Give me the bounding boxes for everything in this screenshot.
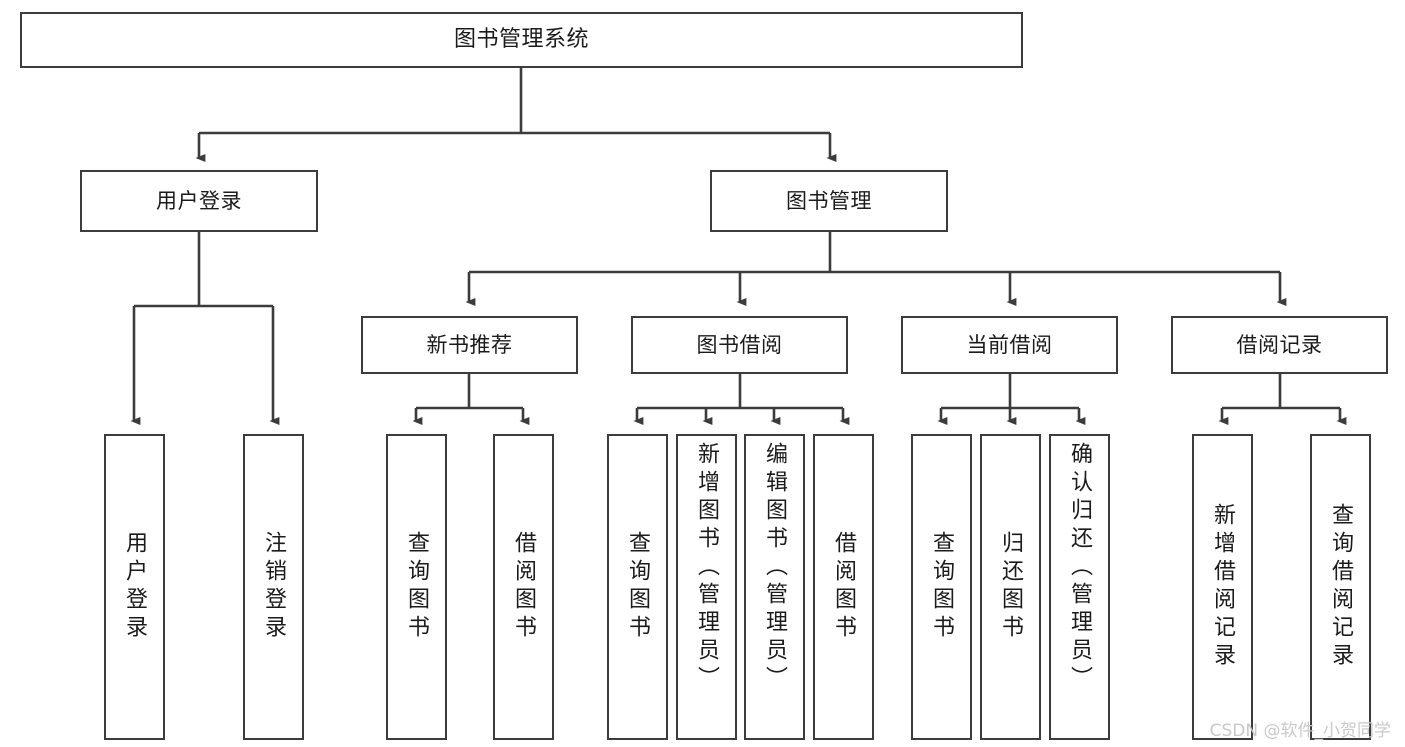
node-label: 编辑图书（管理员） [762,442,788,694]
leaf-borrow-borrow-book[interactable]: 借阅图书 [813,434,874,740]
node-label: 图书管理 [786,188,872,213]
node-borrow-record[interactable]: 借阅记录 [1171,316,1388,374]
leaf-new-book-query[interactable]: 查询图书 [386,434,447,740]
leaf-new-book-borrow[interactable]: 借阅图书 [493,434,554,740]
leaf-record-query-borrow-record[interactable]: 查询借阅记录 [1310,434,1371,740]
node-label: 注销登录 [261,531,287,643]
node-label: 图书管理系统 [453,27,589,53]
node-label: 归还图书 [998,531,1024,643]
node-new-book-recommend[interactable]: 新书推荐 [361,316,578,374]
node-label: 新书推荐 [426,332,513,357]
node-label: 借阅图书 [831,531,857,643]
node-book-borrow[interactable]: 图书借阅 [631,316,848,374]
node-current-borrow[interactable]: 当前借阅 [901,316,1118,374]
leaf-current-confirm-return-admin[interactable]: 确认归还（管理员） [1049,434,1110,740]
node-label: 用户登录 [122,531,148,643]
node-label: 新增借阅记录 [1210,503,1236,671]
node-label: 新增图书（管理员） [694,442,720,694]
node-label: 查询借阅记录 [1328,503,1354,671]
leaf-current-return-book[interactable]: 归还图书 [980,434,1041,740]
leaf-borrow-add-book-admin[interactable]: 新增图书（管理员） [676,434,737,740]
watermark: CSDN @软件_小贺同学 [1209,721,1391,741]
leaf-user-login-signin[interactable]: 用户登录 [104,434,165,740]
node-label: 当前借阅 [966,332,1053,357]
node-label: 查询图书 [929,531,955,643]
leaf-borrow-query-book[interactable]: 查询图书 [607,434,668,740]
node-book-management[interactable]: 图书管理 [710,170,948,232]
node-root-book-management-system[interactable]: 图书管理系统 [20,12,1023,68]
leaf-record-add-borrow-record[interactable]: 新增借阅记录 [1192,434,1253,740]
leaf-borrow-edit-book-admin[interactable]: 编辑图书（管理员） [744,434,805,740]
node-label: 查询图书 [404,531,430,643]
node-user-login[interactable]: 用户登录 [80,170,318,232]
leaf-user-login-signout[interactable]: 注销登录 [243,434,304,740]
node-label: 借阅记录 [1236,332,1323,357]
leaf-current-query-book[interactable]: 查询图书 [911,434,972,740]
node-label: 图书借阅 [696,332,783,357]
node-label: 确认归还（管理员） [1067,442,1093,694]
node-label: 查询图书 [625,531,651,643]
node-label: 用户登录 [156,188,242,213]
node-label: 借阅图书 [511,531,537,643]
